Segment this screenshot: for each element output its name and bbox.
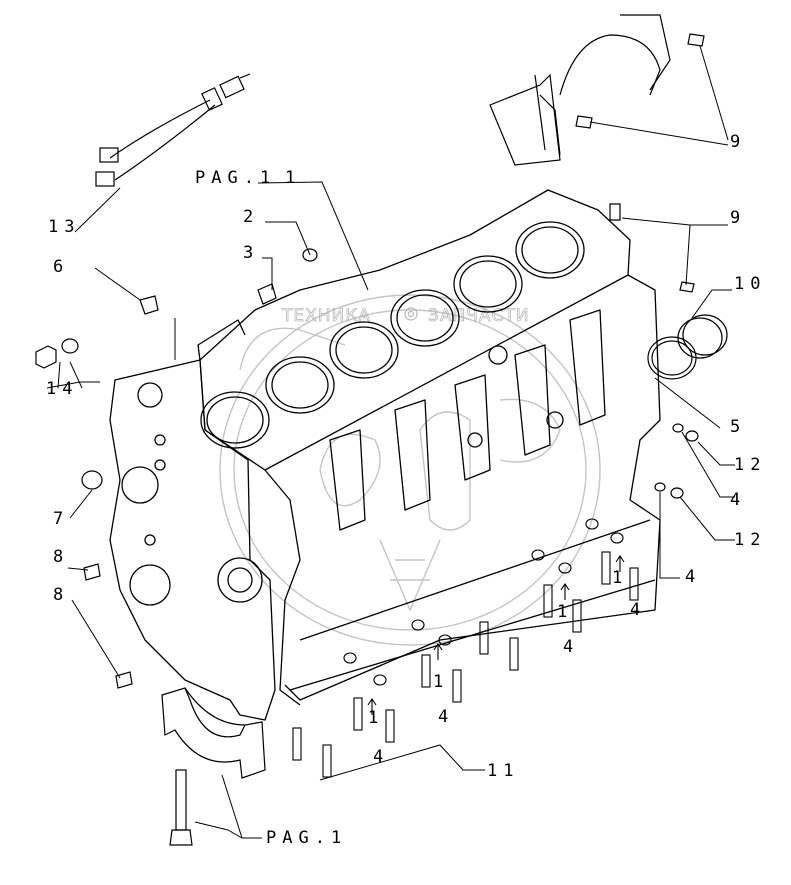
label-11: 11 <box>487 761 519 781</box>
label-7: 7 <box>53 509 69 529</box>
label-8a: 8 <box>53 547 69 567</box>
label-1d: 1 <box>612 568 628 588</box>
label-9b: 9 <box>730 208 746 228</box>
cap-bolts <box>292 518 639 778</box>
label-3: 3 <box>243 243 259 263</box>
label-4c: 4 <box>563 637 579 657</box>
label-1c: 1 <box>557 602 573 622</box>
label-5: 5 <box>730 417 746 437</box>
small-parts <box>35 33 728 689</box>
callout-labels: PAG.1 1 2 3 6 13 14 7 8 8 9 9 10 5 12 4 … <box>46 132 766 848</box>
sensor-harness <box>95 73 251 187</box>
label-8b: 8 <box>53 585 69 605</box>
label-2: 2 <box>243 207 259 227</box>
label-4a: 4 <box>685 567 701 587</box>
label-14: 14 <box>46 379 78 399</box>
label-pag1-bottom: PAG.1 <box>266 828 347 848</box>
label-12a: 12 <box>734 455 766 475</box>
engine-block <box>109 189 661 721</box>
label-12b: 12 <box>734 530 766 550</box>
label-9a: 9 <box>730 132 746 152</box>
timing-cover-fragment <box>489 14 671 166</box>
label-1a: 1 <box>433 672 449 692</box>
label-4d: 4 <box>438 707 454 727</box>
label-1: 1 <box>285 168 301 188</box>
watermark <box>219 294 601 646</box>
gear-icon <box>404 307 418 321</box>
label-13: 13 <box>48 217 80 237</box>
label-pag1-top: PAG.1 <box>195 168 276 188</box>
label-4b: 4 <box>630 600 646 620</box>
watermark-right-text: ЗАПЧАСТИ <box>428 306 530 326</box>
watermark-left-text: ТЕХНИКА <box>281 306 371 326</box>
label-1b: 1 <box>368 708 384 728</box>
leader-lines <box>46 45 735 839</box>
label-10: 10 <box>734 274 766 294</box>
bearing-cap <box>161 687 266 846</box>
label-4e: 4 <box>373 747 389 767</box>
label-4-right: 4 <box>730 490 746 510</box>
label-6: 6 <box>53 257 69 277</box>
